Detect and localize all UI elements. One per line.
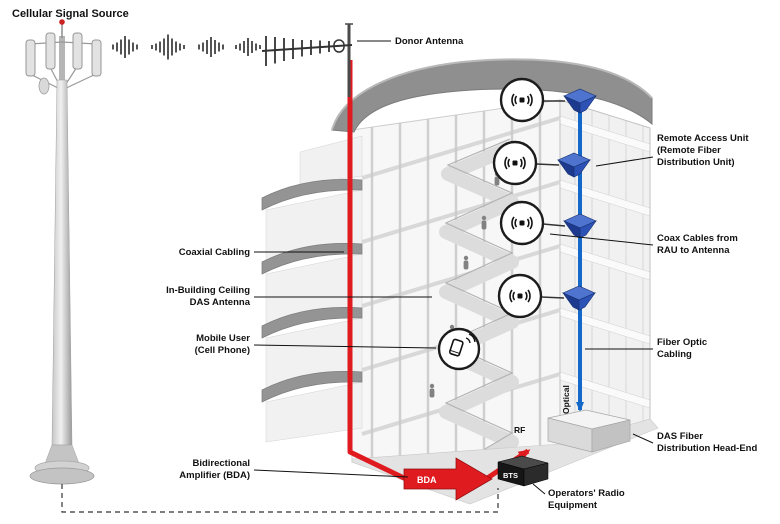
rau-coax-links	[535, 100, 566, 299]
label-headend-1: DAS Fiber	[657, 431, 703, 442]
microwave-drum	[38, 77, 50, 95]
label-cellular-signal-source: Cellular Signal Source	[12, 8, 129, 20]
panel-antennas	[25, 32, 102, 77]
label-in-building-2: DAS Antenna	[190, 297, 251, 308]
ceiling-antennas	[492, 77, 566, 319]
rau-box-icon	[563, 213, 597, 239]
rf-tag: RF	[514, 425, 525, 435]
label-fiber-2: Cabling	[657, 349, 692, 360]
label-mobile-2: (Cell Phone)	[195, 345, 250, 356]
radio-waves-icon	[112, 34, 261, 60]
tower-pole	[51, 79, 73, 446]
roof	[331, 58, 653, 133]
ceiling-antenna-icon	[492, 140, 538, 186]
leader-rau	[595, 156, 654, 167]
ceiling-antenna-icon	[499, 77, 545, 123]
mobile-user	[437, 327, 481, 371]
rau-box-icon	[563, 88, 597, 114]
leader-bda	[253, 469, 409, 478]
label-bda-2: Amplifier (BDA)	[179, 470, 250, 481]
beacon-light	[59, 19, 65, 25]
staircase	[439, 138, 519, 475]
label-rau-2: (Remote Fiber	[657, 145, 721, 156]
yagi-antenna-icon	[261, 23, 353, 97]
label-fiber-1: Fiber Optic	[657, 337, 707, 348]
label-coaxial-cabling: Coaxial Cabling	[179, 247, 250, 258]
label-operators-1: Operators' Radio	[548, 488, 625, 499]
bda-arrow: BDA	[403, 457, 493, 501]
tower-top-mast	[59, 36, 65, 84]
label-coax-rau-2: RAU to Antenna	[657, 245, 730, 256]
coax-cable	[347, 60, 408, 482]
leader-mobile	[253, 344, 437, 349]
ceiling-antenna-group	[492, 77, 545, 319]
headend-box	[547, 409, 631, 453]
rau-box-icon	[562, 285, 596, 311]
balcony-plates	[261, 179, 363, 403]
optical-tag: Optical	[561, 385, 571, 414]
remote-access-units	[557, 88, 597, 311]
label-mobile-1: Mobile User	[196, 333, 250, 344]
cell-tower	[25, 19, 102, 485]
label-operators-2: Equipment	[548, 500, 598, 511]
leader-operators	[532, 483, 546, 495]
label-rau-3: Distribution Unit)	[657, 157, 735, 168]
dashed-ground-line	[61, 484, 499, 513]
label-in-building-1: In-Building Ceiling	[166, 285, 250, 296]
right-facade	[559, 99, 651, 447]
bts-tag: BTS	[503, 471, 518, 480]
ceiling-antenna-icon	[499, 200, 545, 246]
leader-coax-rau	[549, 233, 654, 246]
ceiling-antenna-icon	[497, 273, 543, 319]
label-rau-1: Remote Access Unit	[657, 133, 749, 144]
label-donor-antenna: Donor Antenna	[395, 36, 464, 47]
tower-base-lower	[29, 467, 95, 485]
bts-box: BTS	[497, 455, 549, 487]
bda-tag: BDA	[417, 475, 437, 485]
rau-box-icon	[557, 152, 591, 178]
leader-headend	[632, 433, 654, 444]
mobile-phone-icon	[448, 338, 464, 357]
label-coax-rau-1: Coax Cables from	[657, 233, 738, 244]
label-bda-1: Bidirectional	[192, 458, 250, 469]
label-headend-2: Distribution Head-End	[657, 443, 757, 454]
leader-lines	[253, 40, 654, 495]
